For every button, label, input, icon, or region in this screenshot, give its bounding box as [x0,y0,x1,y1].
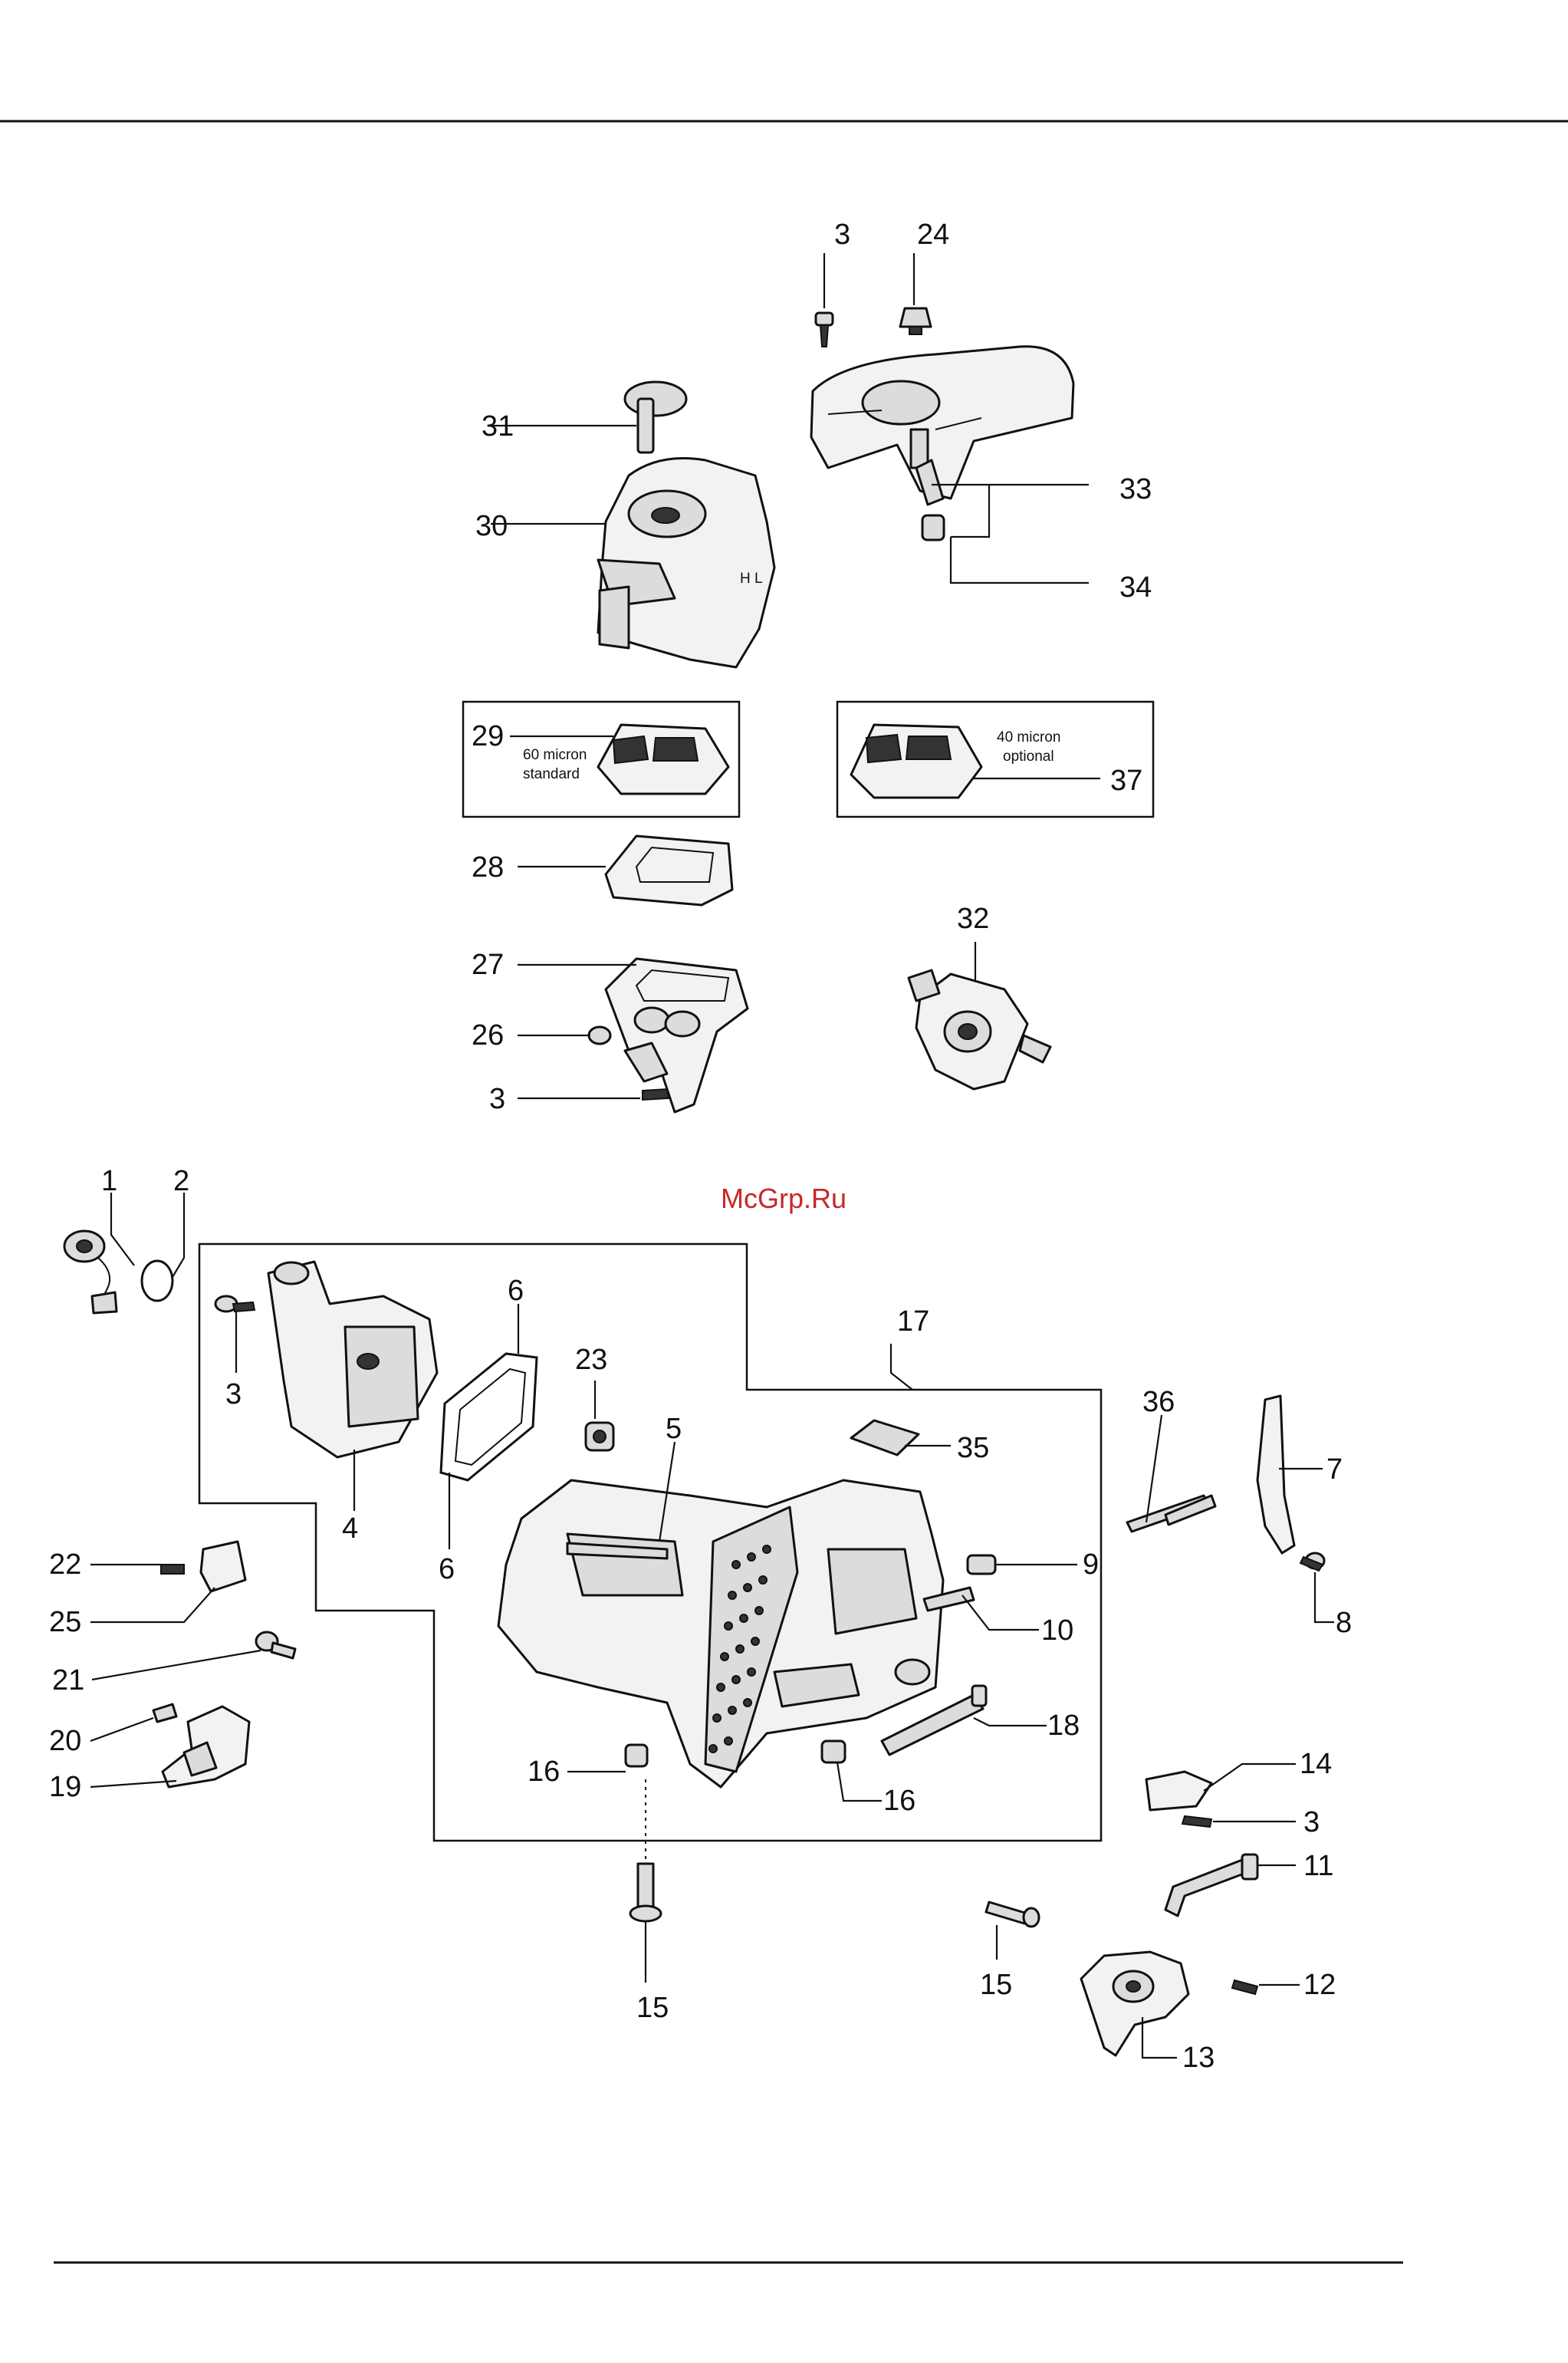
callout-37: 37 [1110,765,1142,797]
callout-34: 34 [1119,571,1152,604]
part-7-chain-guide [1257,1396,1294,1553]
callout-16-right: 16 [883,1785,915,1817]
svg-text:H L: H L [740,571,763,587]
part-33-top-cover [811,347,1073,505]
callout-3-top: 3 [834,219,850,251]
callout-31: 31 [482,410,514,443]
part-36-bar-studs [1127,1496,1215,1532]
callout-2: 2 [173,1165,189,1197]
part-32-carburettor [909,970,1050,1089]
part-6-gasket [441,1354,537,1480]
part-2-o-ring [142,1261,173,1301]
part-15-bolt-center [630,1864,661,1921]
watermark: McGrp.Ru [721,1183,846,1214]
callout-15-center: 15 [636,1992,669,2024]
callout-18: 18 [1047,1710,1080,1742]
part-21-bolt [256,1632,295,1658]
callout-22: 22 [49,1548,81,1581]
part-16-bushing-left [626,1745,647,1766]
part-13-oil-pump [1081,1952,1188,2055]
part-12-screw [1232,1980,1257,1994]
part-4-intake-manifold [268,1262,437,1457]
callout-30: 30 [475,510,508,542]
callout-33: 33 [1119,473,1152,505]
part-34-grommet [922,515,944,540]
callout-26: 26 [472,1019,504,1052]
callout-36: 36 [1142,1386,1175,1418]
filter-optional-note-1: 40 micron [997,729,1060,745]
part-14-cover [1146,1772,1211,1810]
part-8-screw [1300,1553,1324,1571]
callout-3-right: 3 [1303,1806,1320,1838]
callout-35: 35 [957,1432,989,1464]
filter-standard-note-1: 60 micron [523,747,587,763]
callout-19: 19 [49,1771,81,1803]
filter-standard-note-2: standard [523,766,580,782]
part-27-carburettor-box [606,959,748,1112]
part-3-top-screw [816,313,833,347]
callout-27: 27 [472,949,504,981]
callout-24: 24 [917,219,949,251]
part-9-sleeve [968,1555,995,1574]
part-3-screw-lower [643,1089,669,1100]
callout-9: 9 [1083,1548,1099,1581]
callout-17: 17 [897,1305,929,1338]
callout-6-bottom: 6 [439,1553,455,1585]
part-23-grommet [586,1423,613,1450]
callout-16-left: 16 [528,1756,560,1788]
part-29-air-filter [598,725,728,794]
part-19-throttle-trigger [163,1706,249,1787]
callout-12: 12 [1303,1969,1336,2001]
callout-3-left: 3 [225,1378,242,1410]
part-30-cylinder-cover: H L [598,459,774,668]
part-15-bolt-right [986,1902,1039,1927]
filter-optional-note-2: optional [1003,749,1054,765]
callout-32: 32 [957,903,989,935]
callout-11: 11 [1303,1850,1333,1882]
part-3-screw-left [215,1296,255,1311]
part-25-clip [201,1542,245,1591]
part-37-air-filter [851,725,981,798]
callout-28: 28 [472,851,504,884]
part-16-bushing-right [822,1741,845,1762]
callout-14: 14 [1300,1748,1332,1780]
part-28-filter-gasket [606,836,732,905]
callout-25: 25 [49,1606,81,1638]
part-20-small-part [153,1704,176,1722]
callout-1: 1 [101,1165,117,1197]
callout-8: 8 [1336,1607,1352,1639]
part-11-oil-hose [1165,1855,1257,1916]
part-17-crankcase [498,1480,943,1787]
part-1-fuel-cap [64,1231,117,1313]
callout-10: 10 [1041,1614,1073,1647]
callout-3-carb-box: 3 [489,1083,505,1115]
part-3-screw-right [1182,1816,1211,1827]
part-31-knob [625,382,686,453]
callout-21: 21 [52,1664,84,1697]
part-26-nut [589,1027,610,1044]
callout-4: 4 [342,1512,358,1545]
callout-23: 23 [575,1344,607,1376]
part-24-clip [900,308,931,334]
part-35-decal [851,1420,919,1455]
part-22-screw [161,1565,184,1574]
callout-5: 5 [666,1413,682,1445]
callout-13: 13 [1182,2042,1215,2074]
callout-29: 29 [472,720,504,752]
callout-15-right: 15 [980,1969,1012,2001]
callout-20: 20 [49,1725,81,1757]
callout-6-top: 6 [508,1275,524,1307]
callout-7: 7 [1326,1453,1343,1486]
